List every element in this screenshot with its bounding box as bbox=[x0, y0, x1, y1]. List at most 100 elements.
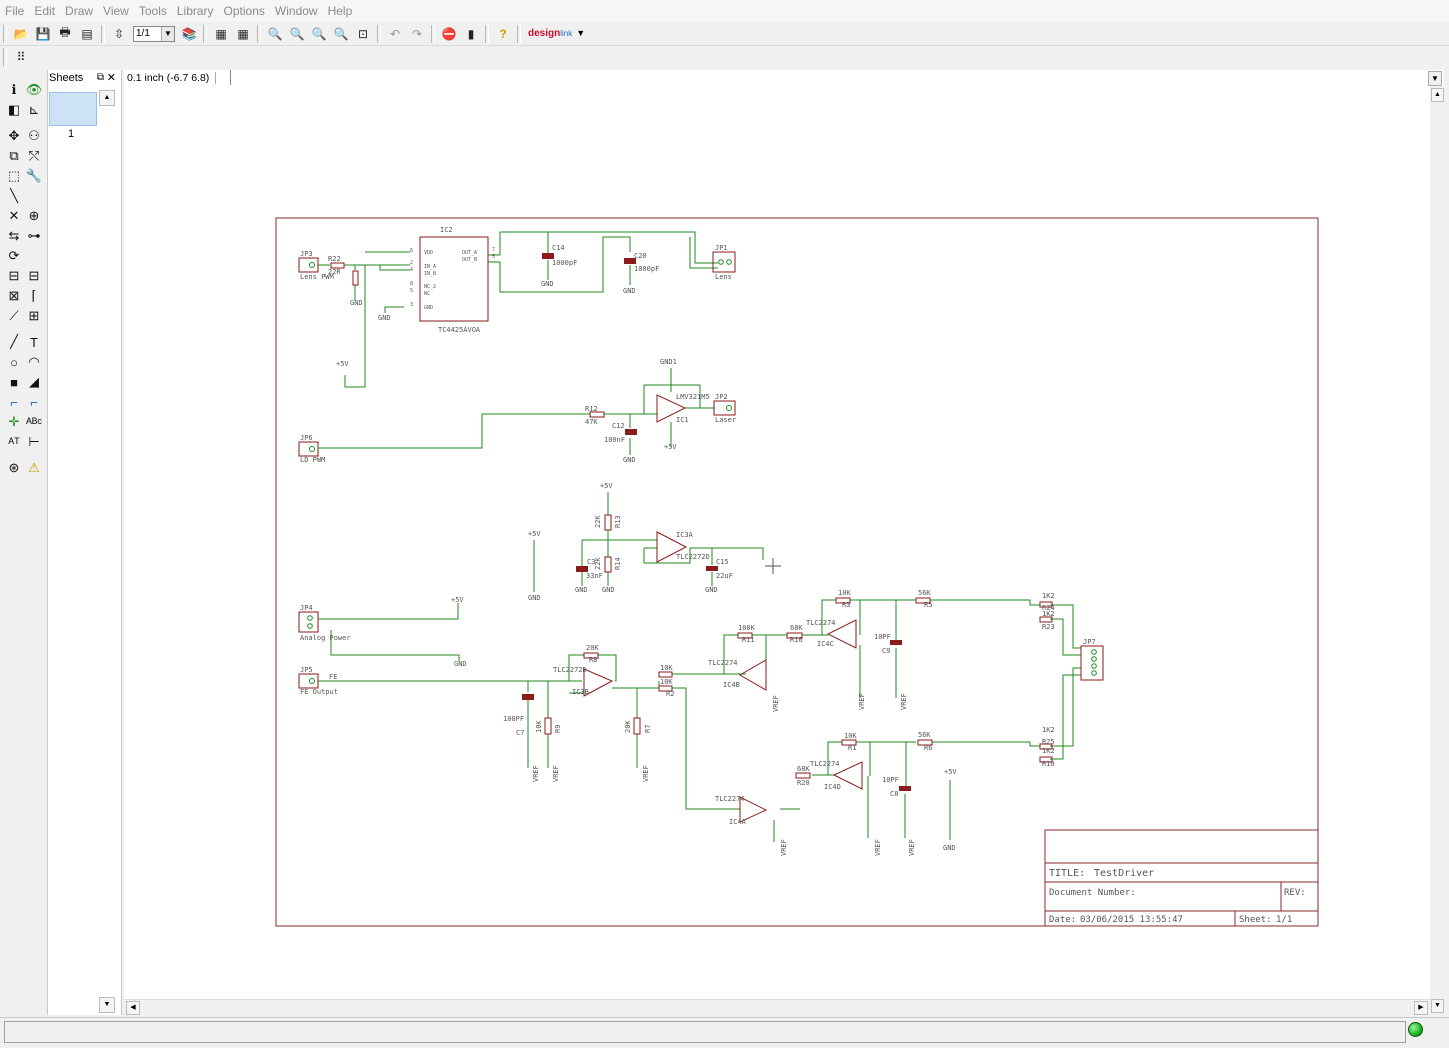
wire-icon[interactable]: ╱ bbox=[10, 334, 18, 349]
zoom-in-icon[interactable]: 🔍 bbox=[267, 26, 283, 41]
open-icon[interactable]: 📂 bbox=[13, 26, 29, 41]
horizontal-scrollbar[interactable]: ◀ ▶ bbox=[124, 999, 1430, 1016]
status-led-icon[interactable] bbox=[1408, 1022, 1423, 1037]
change-icon[interactable]: 🔧 bbox=[25, 168, 43, 183]
close-icon[interactable]: ✕ bbox=[106, 72, 116, 84]
paste-icon[interactable]: ╲ bbox=[10, 188, 18, 203]
grid-icon[interactable]: ⠿ bbox=[16, 50, 26, 64]
stop-icon[interactable]: ⛔ bbox=[441, 26, 457, 41]
delete-icon[interactable]: ✕ bbox=[8, 208, 20, 223]
ic3a-part: TLC2272D bbox=[676, 553, 710, 561]
menu-help[interactable]: Help bbox=[327, 4, 353, 18]
library-icon[interactable]: 📚 bbox=[181, 26, 197, 41]
ic2-pinnum-6: 3 bbox=[410, 302, 413, 308]
text-icon[interactable]: T bbox=[30, 334, 38, 350]
c7-body bbox=[522, 694, 534, 700]
attribute-icon[interactable]: ᴬᵀ bbox=[8, 434, 20, 450]
command-history-icon[interactable]: ▼ bbox=[1428, 71, 1442, 86]
r22-ref: R22 bbox=[328, 255, 341, 263]
invoke-icon[interactable]: ⊞ bbox=[28, 308, 40, 323]
bus-icon[interactable]: ⌐ bbox=[30, 394, 38, 410]
r23-ref: R23 bbox=[1042, 623, 1055, 631]
scroll-down-icon[interactable]: ▼ bbox=[1431, 999, 1444, 1013]
name-icon[interactable]: ⊟ bbox=[8, 268, 20, 283]
circle-icon[interactable]: ○ bbox=[10, 354, 18, 370]
pcb-to-schematic-icon[interactable]: ▦ bbox=[237, 26, 249, 41]
secondary-toolbar: ⠿ bbox=[0, 46, 1449, 68]
rotate-icon[interactable]: ⤲ bbox=[28, 148, 40, 163]
info-icon[interactable]: ℹ bbox=[11, 82, 17, 97]
mirror-icon[interactable]: ⧉ bbox=[9, 148, 19, 163]
miter-icon[interactable]: ⌈ bbox=[31, 288, 37, 303]
menu-view[interactable]: View bbox=[103, 4, 129, 18]
menu-library[interactable]: Library bbox=[176, 4, 214, 18]
menu-file[interactable]: File bbox=[5, 4, 25, 18]
jp3: JP3 Lens PWM bbox=[298, 250, 334, 281]
jp5-net: FE bbox=[329, 673, 337, 681]
dimension-icon[interactable]: ⊢ bbox=[28, 434, 40, 449]
status-bar bbox=[0, 1017, 1449, 1048]
sheet-thumbnail[interactable] bbox=[49, 92, 97, 126]
c7-value: 100PF bbox=[503, 715, 524, 723]
jp6: JP6 LD PWM bbox=[298, 434, 325, 464]
print-icon[interactable]: 🖶 bbox=[59, 25, 71, 39]
redo-icon[interactable]: ↷ bbox=[411, 26, 423, 41]
schematic-canvas[interactable]: TITLE: TestDriver Document Number: REV: … bbox=[124, 86, 1430, 999]
smash-icon[interactable]: ⊠ bbox=[8, 288, 20, 303]
vertical-scrollbar[interactable]: ▲ ▼ bbox=[1430, 86, 1444, 1015]
junction-icon[interactable]: ✛ bbox=[8, 414, 20, 429]
menu-window[interactable]: Window bbox=[274, 4, 318, 18]
zoom-fit-icon[interactable]: 🔍 bbox=[311, 26, 327, 41]
erc-icon[interactable]: ⊛ bbox=[8, 460, 20, 475]
mark-icon[interactable]: ⊾ bbox=[28, 102, 40, 117]
copy-icon[interactable]: ⚇ bbox=[28, 128, 40, 143]
scroll-down-icon[interactable]: ▼ bbox=[99, 997, 115, 1013]
split-icon[interactable]: ⟋ bbox=[9, 308, 19, 323]
pinswap-icon[interactable]: ⇆ bbox=[8, 228, 20, 243]
jp5: JP5 FE Output FE bbox=[298, 666, 338, 696]
float-icon[interactable]: ⧉ bbox=[96, 72, 104, 83]
menu-tools[interactable]: Tools bbox=[138, 4, 167, 18]
label-icon[interactable]: ᴬᴮᶜ bbox=[26, 414, 42, 430]
add-icon[interactable]: ⊕ bbox=[28, 208, 40, 223]
schematic-to-pcb-icon[interactable]: ▦ bbox=[215, 26, 227, 41]
jp2: JP2 Laser bbox=[713, 393, 736, 424]
zoom-previous-icon[interactable]: 🔍 bbox=[333, 26, 349, 41]
scroll-right-icon[interactable]: ▶ bbox=[1414, 1001, 1428, 1015]
scroll-up-icon[interactable]: ▲ bbox=[1431, 88, 1444, 102]
title-value: TestDriver bbox=[1094, 868, 1154, 879]
eye-icon[interactable]: 👁 bbox=[25, 82, 43, 97]
replace-icon[interactable]: ⟳ bbox=[8, 248, 20, 263]
sheet-zoom-select[interactable]: 1/1▼ bbox=[133, 25, 175, 42]
page-icon[interactable]: ⇳ bbox=[113, 26, 125, 41]
move-icon[interactable]: ✥ bbox=[8, 128, 20, 143]
arc-icon[interactable]: ◠ bbox=[28, 354, 40, 369]
rect-icon[interactable]: ■ bbox=[10, 374, 18, 390]
zoom-window-icon[interactable]: ⊡ bbox=[357, 26, 369, 41]
menu-draw[interactable]: Draw bbox=[65, 4, 94, 18]
display-icon[interactable]: ◧ bbox=[7, 102, 21, 117]
c15-value: 22uF bbox=[716, 572, 733, 580]
designlink-sub: link bbox=[560, 29, 573, 38]
menu-edit[interactable]: Edit bbox=[34, 4, 56, 18]
polygon-icon[interactable]: ◢ bbox=[29, 374, 39, 389]
c12-value: 100nF bbox=[604, 436, 625, 444]
scroll-up-icon[interactable]: ▲ bbox=[99, 90, 115, 106]
menu-options[interactable]: Options bbox=[223, 4, 265, 18]
zoom-out-icon[interactable]: 🔍 bbox=[289, 26, 305, 41]
command-line-input[interactable] bbox=[230, 70, 1427, 85]
gateswap-icon[interactable]: ⊶ bbox=[27, 228, 41, 243]
battery-icon[interactable]: ▮ bbox=[467, 26, 475, 41]
undo-icon[interactable]: ↶ bbox=[389, 26, 401, 41]
value-icon[interactable]: ⊟ bbox=[28, 268, 40, 283]
r9-body bbox=[544, 717, 552, 735]
save-icon[interactable]: 💾 bbox=[35, 26, 51, 41]
print-setup-icon[interactable]: ▤ bbox=[81, 26, 93, 41]
errors-icon[interactable]: ⚠ bbox=[28, 460, 40, 475]
help-icon[interactable]: ? bbox=[499, 26, 507, 41]
net-icon[interactable]: ⌐ bbox=[10, 394, 18, 410]
group-icon[interactable]: ⬚ bbox=[7, 168, 21, 183]
scroll-left-icon[interactable]: ◀ bbox=[126, 1001, 140, 1015]
toolbar-separator bbox=[485, 24, 489, 43]
